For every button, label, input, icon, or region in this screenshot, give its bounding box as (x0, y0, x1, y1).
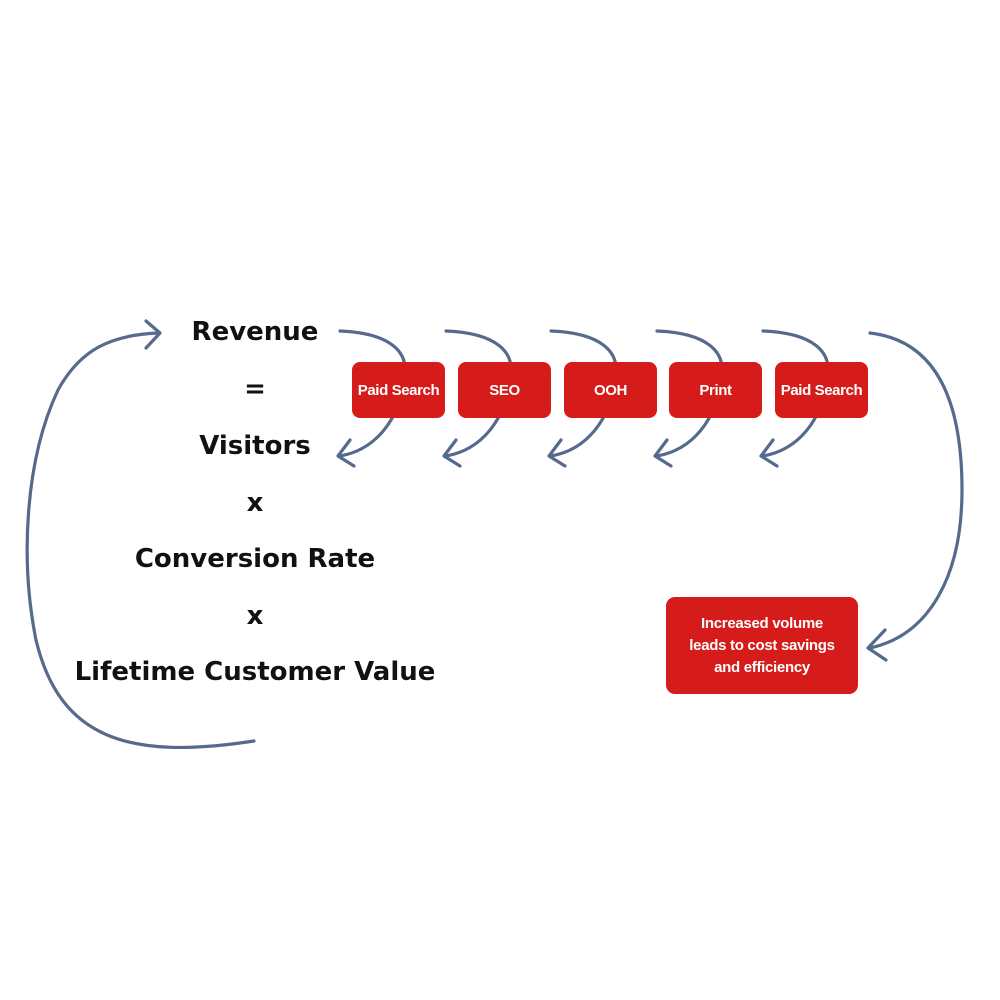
channel-print: Print (669, 362, 762, 418)
equation-conversion-rate: Conversion Rate (134, 544, 376, 574)
loop-arrow-icon (25, 331, 256, 750)
equation-multiply: x (246, 601, 264, 631)
channel-ooh: OOH (564, 362, 657, 418)
curved-arrow-head-icon (336, 438, 356, 468)
channel-paid-search: Paid Search (352, 362, 445, 418)
loop-arrow-head-icon (144, 319, 162, 350)
equation-visitors: Visitors (199, 431, 311, 461)
curved-arrow-head-icon (653, 438, 673, 468)
equation-lifetime-customer-value: Lifetime Customer Value (74, 657, 436, 687)
feedback-arrow-icon (868, 331, 964, 650)
channel-seo: SEO (458, 362, 551, 418)
result-box: Increased volume leads to cost savings a… (666, 597, 858, 694)
equation-multiply: x (246, 488, 264, 518)
curved-arrow-head-icon (442, 438, 462, 468)
curved-arrow-head-icon (759, 438, 779, 468)
result-box-text: Increased volume leads to cost savings a… (689, 614, 835, 676)
equation-revenue: Revenue (191, 317, 319, 347)
channel-paid-search: Paid Search (775, 362, 868, 418)
curved-arrow-head-icon (547, 438, 567, 468)
feedback-arrow-head-icon (866, 628, 888, 662)
equation-equals: = (244, 374, 266, 404)
